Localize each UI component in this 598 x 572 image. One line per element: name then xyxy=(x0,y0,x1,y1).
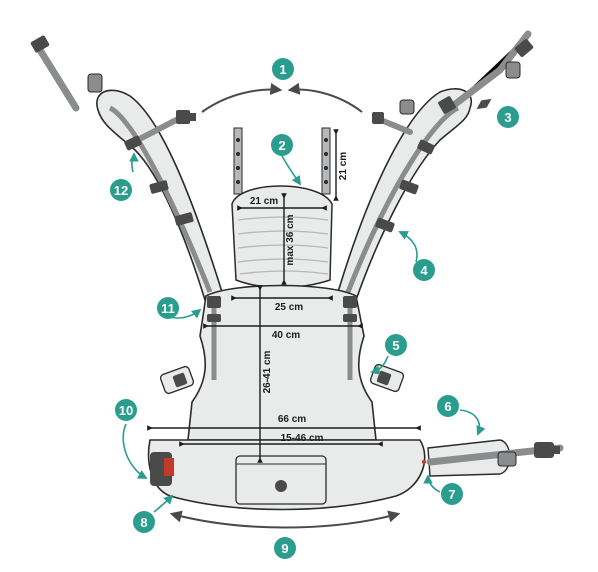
arrow-icon xyxy=(169,510,401,529)
buckle-icon xyxy=(438,96,456,114)
callout-4: 4 xyxy=(413,259,435,281)
headrest xyxy=(231,185,333,289)
ring-icon xyxy=(505,61,521,79)
svg-text:11: 11 xyxy=(161,301,175,316)
right-adjust-webbing xyxy=(438,30,534,114)
dim-body-height: 26-41 cm xyxy=(262,350,273,393)
svg-text:1: 1 xyxy=(279,62,286,77)
strap-slider-icon xyxy=(417,139,435,155)
dim-headrest-width: 21 cm xyxy=(250,196,278,207)
dim-headrest-extension: 21 cm xyxy=(338,152,349,180)
callout-1: 1 xyxy=(272,58,294,80)
svg-text:6: 6 xyxy=(444,399,451,414)
callout-8: 8 xyxy=(133,511,155,533)
callout-5: 5 xyxy=(385,334,407,356)
svg-text:4: 4 xyxy=(420,263,428,278)
strap-slider-icon xyxy=(375,217,395,233)
arrow-icon xyxy=(476,99,492,109)
svg-text:12: 12 xyxy=(114,183,128,198)
buckle-icon xyxy=(207,296,221,308)
headrest-extension-strips xyxy=(233,127,331,195)
ring-icon xyxy=(87,73,103,93)
callout-12: 12 xyxy=(110,179,132,201)
callout-10: 10 xyxy=(115,399,137,421)
ring-icon xyxy=(399,99,415,115)
dim-middle-width: 40 cm xyxy=(272,330,300,341)
dim-upper-width: 25 cm xyxy=(275,302,303,313)
left-adjust-webbing xyxy=(30,35,103,112)
arrow-icon xyxy=(287,82,363,113)
callout-3: 3 xyxy=(497,106,519,128)
right-shoulder-strap xyxy=(337,88,473,302)
left-side-buckle xyxy=(159,365,195,395)
arrow-icon xyxy=(201,82,283,113)
svg-text:7: 7 xyxy=(448,487,455,502)
svg-text:5: 5 xyxy=(392,338,399,353)
svg-text:3: 3 xyxy=(504,110,511,125)
callout-7: 7 xyxy=(441,483,463,505)
svg-text:2: 2 xyxy=(278,138,285,153)
dim-headrest-height: max 36 cm xyxy=(285,214,296,265)
buckle-icon xyxy=(343,296,357,308)
buckle-icon xyxy=(30,35,50,53)
dim-waist-inner-width: 15-46 cm xyxy=(281,433,324,444)
strap-slider-icon xyxy=(124,135,142,151)
waist-belt xyxy=(147,439,426,511)
strap-slider-icon xyxy=(399,179,419,195)
waist-belt-extension xyxy=(426,439,564,477)
dim-waist-outer-width: 66 cm xyxy=(278,414,306,425)
buckle-icon xyxy=(172,372,188,388)
strap-slider-icon xyxy=(149,180,169,194)
callout-6: 6 xyxy=(437,395,459,417)
buckle-icon xyxy=(534,442,554,458)
svg-text:9: 9 xyxy=(281,541,288,556)
svg-text:8: 8 xyxy=(140,515,147,530)
buckle-icon xyxy=(372,112,384,124)
right-chest-strap xyxy=(372,99,415,135)
buckle-icon xyxy=(176,110,190,124)
callout-2: 2 xyxy=(271,134,293,156)
dimension-lines xyxy=(147,129,421,463)
buckle-icon xyxy=(514,39,534,57)
callout-11: 11 xyxy=(157,297,179,319)
belt-red-accent xyxy=(164,458,174,476)
callout-9: 9 xyxy=(274,537,296,559)
svg-text:10: 10 xyxy=(119,403,133,418)
right-side-buckle xyxy=(369,363,405,393)
pocket-button-icon xyxy=(275,480,287,492)
strap-slider-icon xyxy=(174,212,194,226)
